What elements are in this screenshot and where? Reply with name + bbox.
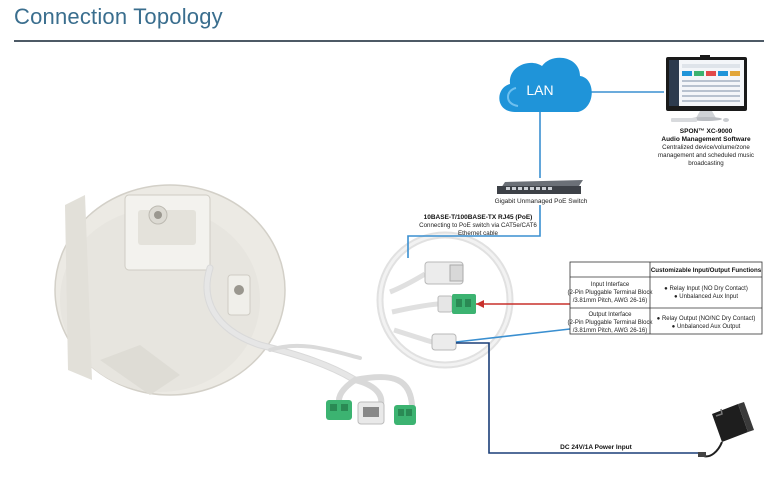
power-link-line: [456, 342, 704, 454]
io-interface-line: /3.81mm Pitch, AWG 26-16): [573, 328, 647, 334]
switch-label: Gigabit Unmanaged PoE Switch: [495, 198, 588, 205]
power-label: DC 24V/1A Power Input: [560, 444, 632, 451]
io-function-line: ● Unbalanced Aux Input: [674, 294, 738, 300]
io-function-line: ● Relay Output (NO/NC Dry Contact): [657, 316, 756, 322]
io-interface-line: /3.81mm Pitch, AWG 26-16): [573, 298, 647, 304]
speaker-device: [54, 184, 286, 396]
io-table-header: Customizable Input/Output Functions: [651, 267, 762, 274]
software-subtitle: Audio Management Software: [661, 136, 751, 143]
io-interface-line: Output Interface: [588, 312, 632, 318]
lan-label: LAN: [526, 82, 553, 98]
io-interface-line: (2-Pin Pluggable Terminal Block: [568, 290, 654, 296]
input-arrow-icon: [476, 300, 484, 308]
connector-zoom-circle: [376, 231, 514, 369]
ethernet-title: 10BASE-T/100BASE-TX RJ45 (PoE): [424, 214, 533, 221]
io-function-line: ● Unbalanced Aux Output: [672, 324, 741, 330]
title-divider: [14, 40, 764, 42]
ethernet-desc-line: Ethernet cable: [458, 230, 498, 237]
lan-cloud-icon: [499, 57, 592, 112]
io-interface-line: Input Interface: [591, 282, 630, 288]
network-link-lines: [407, 91, 664, 343]
software-desc-line: management and scheduled music: [658, 152, 754, 159]
software-desc-line: Centralized device/volume/zone: [662, 144, 750, 151]
poe-switch-icon: [497, 180, 583, 194]
computer-monitor-icon: [666, 55, 747, 122]
page-title: Connection Topology: [14, 4, 223, 29]
io-function-table: [569, 261, 763, 335]
software-name: SPON™ XC-9000: [680, 128, 733, 135]
io-interface-line: (2-Pin Pluggable Terminal Block: [568, 320, 654, 326]
ethernet-desc-line: Connecting to PoE switch via CAT5e/CAT6: [419, 222, 537, 229]
power-adapter-icon: [698, 402, 754, 458]
speaker-connectors: [326, 400, 416, 425]
io-function-line: ● Relay Input (NO Dry Contact): [664, 286, 748, 292]
software-desc-line: broadcasting: [688, 160, 724, 167]
